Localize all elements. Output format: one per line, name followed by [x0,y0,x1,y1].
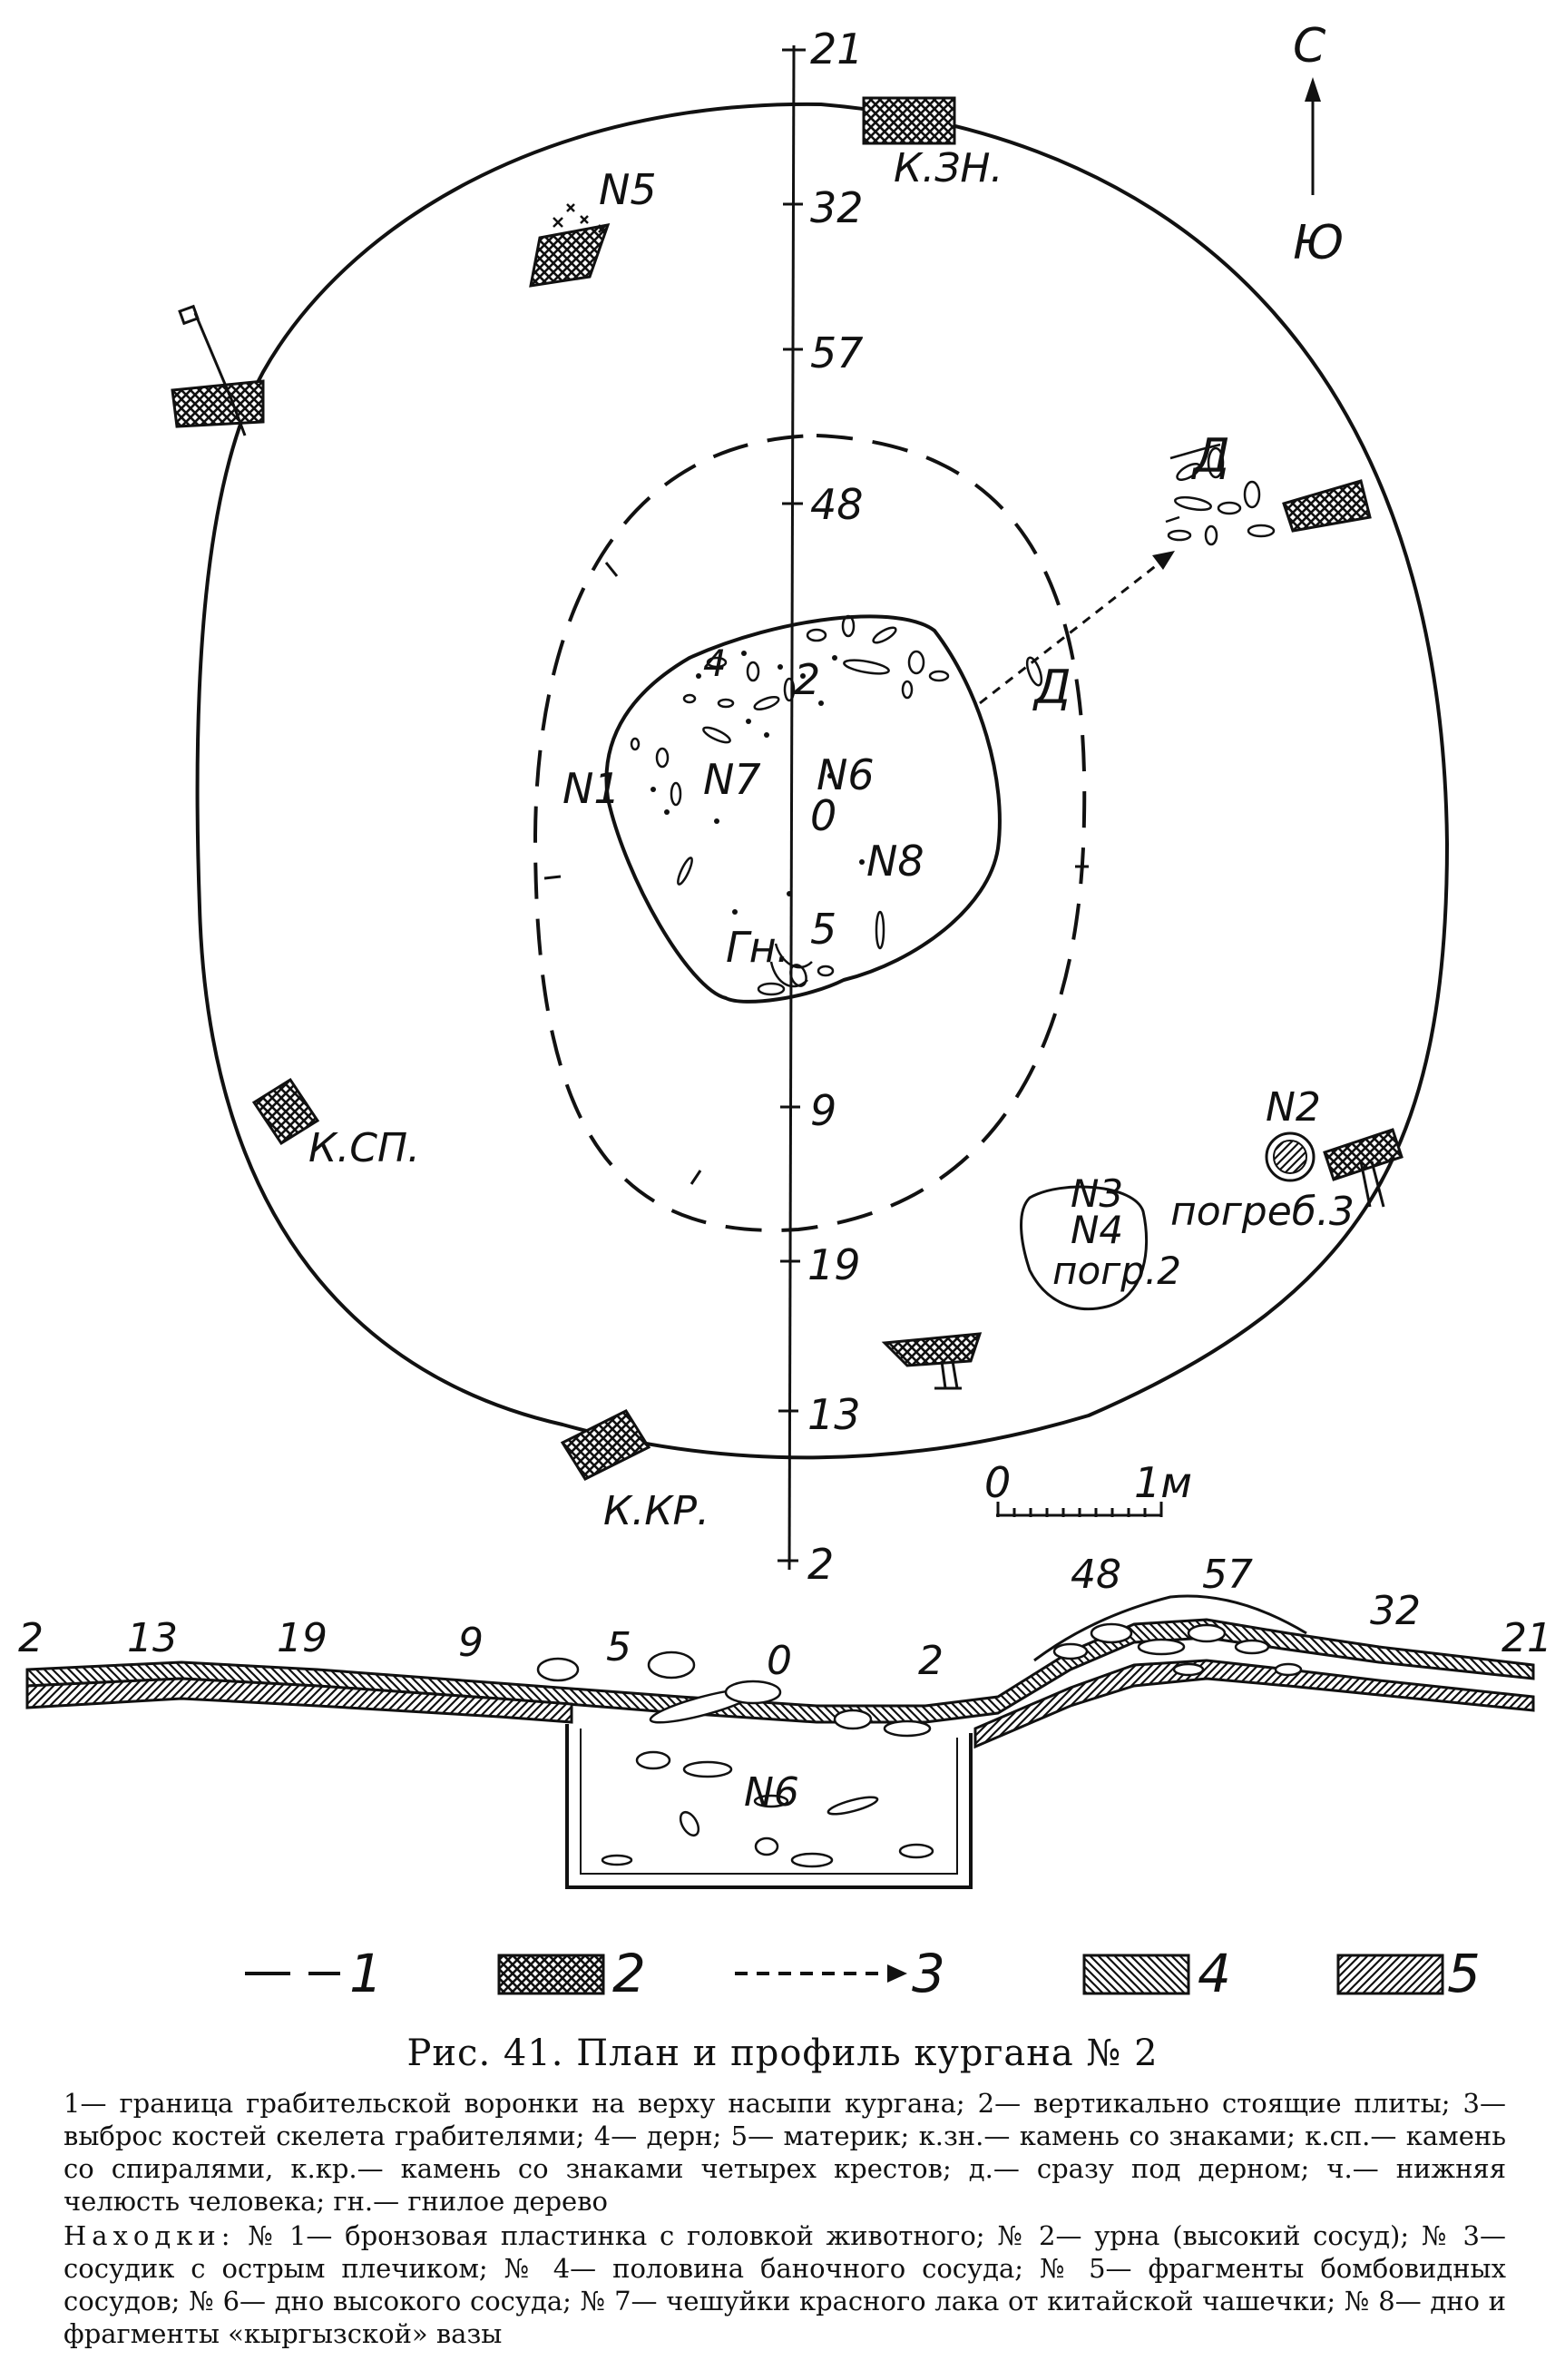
profile-label: 57 [1202,1552,1253,1598]
profile-label: 2 [18,1615,44,1661]
slab-supports [178,304,1385,1390]
finds-paragraph: Находки: № 1— бронзовая пластинка с голо… [64,2219,1506,2350]
funnel-ticks [543,562,1089,1185]
figure-caption: Рис. 41. План и профиль кургана № 2 [406,2032,1159,2074]
legend-label: 3 [912,1943,945,2004]
profile-label: 2 [918,1638,944,1684]
label-pogreb3: погреб.3 [1170,1189,1355,1235]
label-gn: Гн. [726,923,789,972]
pit-dots [650,651,865,915]
central-pit [604,614,1002,1004]
label-kzn: К.ЗН. [894,145,1003,191]
legend-label: 1 [349,1943,383,2004]
label-pogr2: погр.2 [1052,1249,1181,1293]
legend-label: 5 [1447,1943,1481,2004]
profile-pit [565,1724,973,1889]
profile-label: 9 [458,1620,484,1666]
profile-pit-label: N6 [744,1769,799,1816]
label-n3: N3 [1071,1171,1123,1216]
legend-description: 1— граница грабительской воронки на верх… [64,2087,1506,2350]
burial-2-outline [1020,1185,1149,1311]
legend-item-2: 2 [497,1943,646,2004]
profile-label: 0 [767,1638,792,1684]
slab-east-upper [1282,479,1372,533]
pit-bone-fragments [630,614,950,996]
scale-start: 0 [984,1458,1011,1507]
label-d-lower: Д [1032,661,1071,715]
label-ksp: К.СП. [308,1125,420,1171]
label-n6: N6 [817,750,875,799]
axis-label: 5 [810,905,836,954]
bone-ejection-arrow [979,551,1175,705]
scale-bar: 0 1м [984,1458,1192,1517]
legend-label: 2 [612,1943,646,2004]
label-d-upper: Д [1191,429,1230,484]
slab-pogreb3 [1323,1128,1404,1181]
axis-label: 21 [810,24,864,73]
label-n4: N4 [1071,1208,1123,1252]
plan-labels: N5 К.ЗН. Д Д 4 N1 N7 N6 N8 Гн. К.СП. N2 … [308,145,1355,1534]
axis-label: 0 [810,791,836,840]
axis-label: 48 [810,480,864,529]
scale-end: 1м [1134,1458,1192,1507]
profile-stones [536,1622,1303,1868]
profile-label: 21 [1501,1615,1552,1661]
profile-pit-inner [580,1729,958,1875]
axis-label: 2 [807,1540,834,1589]
n2-urn [1265,1131,1316,1182]
label-n5: N5 [599,165,657,214]
legend: 1 2 3 4 5 [245,1943,1481,2004]
profile-label: 19 [277,1615,328,1661]
legend-item-4: 4 [1082,1943,1231,2004]
legend-item-5: 5 [1336,1943,1481,2004]
ejected-bones [1165,443,1276,546]
spoil-heap [1033,1594,1307,1662]
label-n2: N2 [1266,1084,1321,1131]
kurgan-plan-and-profile: 21 32 57 48 2 0 5 9 19 13 2 С Ю [18,19,1552,2004]
slab-kkr [560,1409,651,1481]
subsoil-layer [25,1677,573,1724]
section-axis-line [787,44,796,1571]
axis-label: 2 [794,655,820,704]
legend-label: 4 [1198,1943,1231,2004]
plan-view: 21 32 57 48 2 0 5 9 19 13 2 С Ю [171,19,1450,1589]
legend-item-1: 1 [245,1943,383,2004]
slab-n5 [529,223,611,288]
profile-label: 48 [1071,1552,1121,1598]
axis-label: 19 [807,1240,861,1289]
profile-view: 2 13 19 9 5 0 2 48 57 32 21 N6 [18,1552,1552,1889]
label-kkr: К.КР. [603,1488,709,1534]
slab-ksp [251,1077,320,1146]
finds-list: № 1— бронзовая пластинка с головкой живо… [64,2220,1507,2349]
axis-label: 32 [810,183,864,232]
finds-heading: Находки: [64,2220,236,2251]
robbers-funnel-boundary [533,433,1087,1232]
axis-ticks [778,48,806,1562]
profile-label: 32 [1370,1588,1421,1634]
label-n8: N8 [866,837,924,886]
slab-south [881,1332,983,1367]
slab-west [171,379,265,428]
south-label: Ю [1293,216,1344,270]
north-arrow: С Ю [1293,19,1344,270]
n5-cross-marks [553,203,607,233]
legend-explanation: 1— граница грабительской воронки на верх… [64,2088,1506,2217]
axis-label: 13 [807,1390,861,1439]
north-label: С [1293,19,1326,73]
label-four: 4 [703,643,726,685]
profile-labels: 2 13 19 9 5 0 2 48 57 32 21 N6 [18,1552,1552,1816]
axis-label: 9 [810,1086,836,1135]
axis-labels: 21 32 57 48 2 0 5 9 19 13 2 [794,24,864,1589]
label-n1: N1 [562,764,621,813]
profile-label: 5 [606,1624,631,1670]
sod-layer [25,1618,1535,1724]
legend-item-3: 3 [735,1943,945,2004]
profile-label: 13 [127,1615,178,1661]
rotten-wood-marks [769,943,813,988]
standing-slabs [171,96,1404,1481]
label-n7: N7 [703,755,761,804]
subsoil-layer-right [973,1659,1535,1749]
slab-kzn [862,96,956,145]
axis-label: 57 [810,328,864,377]
